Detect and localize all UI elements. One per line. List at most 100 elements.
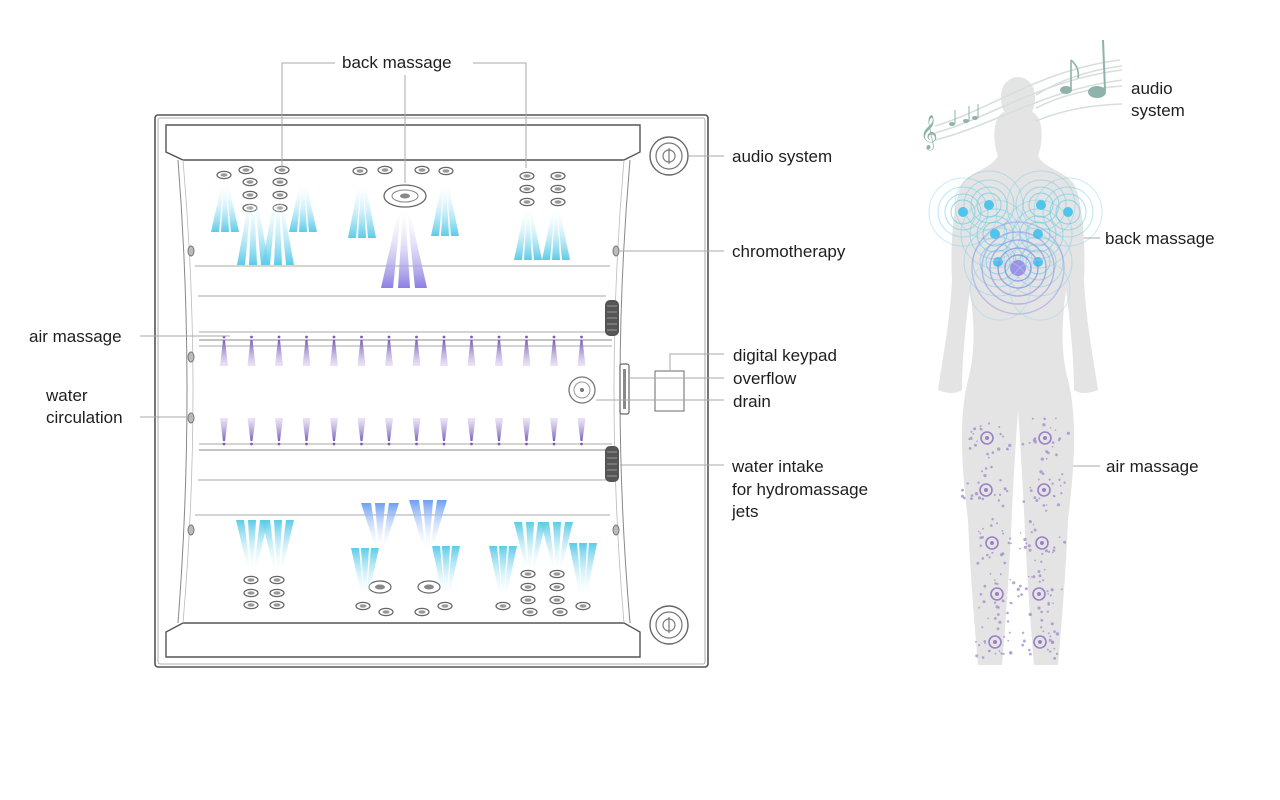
jet-nozzle-center — [442, 169, 450, 173]
air-bubble — [1031, 576, 1033, 578]
air-bubble — [1055, 653, 1058, 655]
air-bubble — [1045, 509, 1048, 512]
air-bubble — [1019, 547, 1021, 550]
air-bubble — [1006, 620, 1010, 623]
air-bubble — [1038, 574, 1042, 578]
water-jet-stream — [262, 200, 277, 265]
air-bubble — [975, 640, 977, 643]
air-bubble — [960, 494, 965, 498]
massage-ring — [963, 227, 1033, 297]
air-bubble-ring — [979, 483, 993, 497]
jet-nozzle-center — [246, 193, 254, 197]
air-bubble — [1025, 542, 1028, 545]
air-bubble — [968, 447, 972, 450]
air-bubble — [979, 536, 982, 539]
air-bubble — [1049, 650, 1052, 653]
jet-nozzle-center — [524, 598, 532, 602]
air-bubble — [1037, 478, 1040, 481]
air-bubble — [1038, 580, 1041, 583]
water-jet-stream — [249, 200, 257, 265]
air-bubble — [1002, 532, 1005, 535]
air-jet-dot — [525, 335, 528, 339]
air-bubble — [1051, 551, 1054, 554]
air-bubble — [1042, 423, 1046, 427]
massage-ring — [1009, 259, 1071, 321]
air-bubble — [970, 494, 974, 497]
air-bubble — [995, 605, 999, 609]
air-bubble — [1018, 584, 1022, 588]
air-bubble — [979, 544, 982, 547]
label-water-circulation-2: circulation — [46, 408, 123, 427]
water-jet-stream — [226, 185, 239, 232]
jet-nozzle-center — [553, 585, 561, 589]
air-jet-dot — [497, 335, 501, 339]
air-bubble — [1040, 541, 1044, 545]
water-intake-icon — [605, 446, 619, 482]
air-bubble-ring — [990, 587, 1004, 601]
air-jet-stream — [577, 418, 586, 441]
air-bubble — [1066, 431, 1070, 435]
jet-nozzle-center — [499, 604, 507, 608]
air-bubble — [1047, 632, 1050, 634]
air-jet-stream — [522, 340, 531, 366]
massage-ring — [950, 199, 976, 225]
air-bubble — [996, 582, 999, 586]
drain-icon — [568, 376, 596, 404]
air-bubble — [981, 470, 983, 473]
label-water-circulation-1: water — [45, 386, 88, 405]
air-bubble — [1007, 639, 1010, 642]
air-bubble — [1023, 537, 1027, 542]
air-jet-dot — [387, 442, 391, 446]
air-bubble — [1038, 640, 1042, 644]
jet-nozzle-center — [273, 578, 281, 582]
water-jet-stream — [557, 210, 570, 260]
jet-nozzle-center — [220, 173, 228, 177]
air-bubble — [1033, 496, 1037, 500]
air-bubble — [1028, 520, 1032, 524]
water-jet-stream — [442, 546, 450, 595]
air-bubble — [1035, 499, 1039, 502]
air-bubble — [1060, 588, 1063, 591]
air-bubble — [1042, 579, 1045, 582]
jet-nozzle-center — [556, 610, 564, 614]
air-bubble — [1059, 484, 1062, 487]
air-bubble — [1009, 578, 1011, 581]
massage-ring-center — [1036, 200, 1046, 210]
water-jet-stream — [211, 185, 224, 232]
air-bubble — [978, 644, 981, 647]
air-bubble — [1016, 587, 1020, 592]
air-bubble — [1042, 630, 1045, 633]
massage-ring — [970, 186, 1008, 224]
air-jet-dot — [442, 442, 446, 446]
air-jet-dot — [332, 335, 336, 339]
air-bubble — [1043, 568, 1046, 571]
air-bubble — [966, 482, 969, 485]
air-bubble-ring — [1032, 587, 1046, 601]
label-overflow: overflow — [733, 369, 797, 388]
air-bubble — [991, 518, 994, 521]
massage-ring — [989, 239, 1047, 297]
air-jet-stream — [577, 340, 586, 366]
air-bubble — [1003, 635, 1006, 638]
air-bubble — [987, 456, 990, 459]
jet-nozzle-center — [554, 187, 562, 191]
label-back-massage-body: back massage — [1105, 229, 1215, 248]
air-bubble — [1012, 581, 1016, 585]
air-bubble — [993, 494, 996, 496]
massage-ring-center — [1063, 207, 1073, 217]
air-bubble — [986, 452, 989, 456]
water-jet-stream — [361, 548, 369, 595]
air-bubble — [1047, 593, 1049, 595]
water-jet-stream — [524, 210, 532, 260]
air-bubble — [1000, 652, 1003, 655]
air-bubble — [973, 427, 977, 431]
air-jet-stream — [495, 418, 503, 441]
air-bubble — [1045, 450, 1049, 454]
label-water-intake-2: for hydromassage — [732, 480, 868, 499]
air-bubble — [983, 584, 987, 588]
air-bubble — [1060, 492, 1063, 495]
water-jet-stream — [253, 520, 268, 570]
air-bubble — [1041, 472, 1045, 476]
air-bubble — [1052, 602, 1054, 605]
jet-nozzle-center — [524, 572, 532, 576]
